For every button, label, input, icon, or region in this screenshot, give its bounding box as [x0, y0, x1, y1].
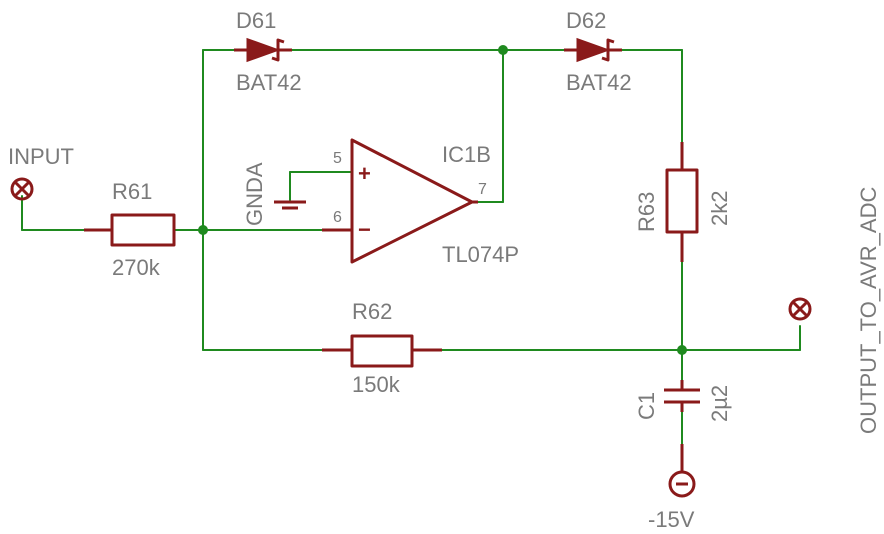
r61-name: R61: [112, 179, 152, 204]
wires: [21, 49, 801, 445]
input-label: INPUT: [8, 144, 74, 169]
r63-name: R63: [634, 192, 659, 232]
capacitor-c1[interactable]: [664, 380, 700, 412]
opamp-minus-sign: −: [358, 217, 371, 242]
c1-value: 2µ2: [707, 385, 732, 422]
r61-value: 270k: [112, 255, 161, 280]
output-label: OUTPUT_TO_AVR_ADC: [856, 187, 881, 434]
ground-label: GNDA: [242, 162, 267, 226]
junction-output: [677, 345, 687, 355]
opamp-pin-plus: 5: [333, 150, 342, 167]
opamp-pin-minus: 6: [333, 209, 342, 226]
opamp-plus-sign: +: [358, 161, 371, 186]
input-terminal[interactable]: [10, 177, 34, 201]
opamp-pin-out: 7: [478, 181, 487, 198]
junction-left: [198, 225, 208, 235]
r62-value: 150k: [352, 372, 401, 397]
diode-d62[interactable]: [564, 37, 622, 63]
d61-value: BAT42: [236, 70, 302, 95]
d61-name: D61: [236, 8, 276, 33]
opamp-name: IC1B: [442, 142, 491, 167]
r63-value: 2k2: [707, 191, 732, 226]
junction-top: [498, 45, 508, 55]
resistor-r61[interactable]: [84, 213, 176, 247]
supply-symbol: [668, 444, 696, 498]
d62-value: BAT42: [566, 70, 632, 95]
opamp-value: TL074P: [442, 242, 519, 267]
c1-name: C1: [634, 392, 659, 420]
resistor-r62[interactable]: [322, 334, 442, 368]
opamp-ic1b[interactable]: [322, 138, 478, 264]
d62-name: D62: [566, 8, 606, 33]
ground-symbol: [274, 200, 306, 210]
resistor-r63[interactable]: [665, 142, 699, 262]
r62-name: R62: [352, 299, 392, 324]
diode-d61[interactable]: [234, 37, 292, 63]
supply-label: -15V: [648, 507, 695, 532]
output-terminal[interactable]: [788, 297, 812, 321]
